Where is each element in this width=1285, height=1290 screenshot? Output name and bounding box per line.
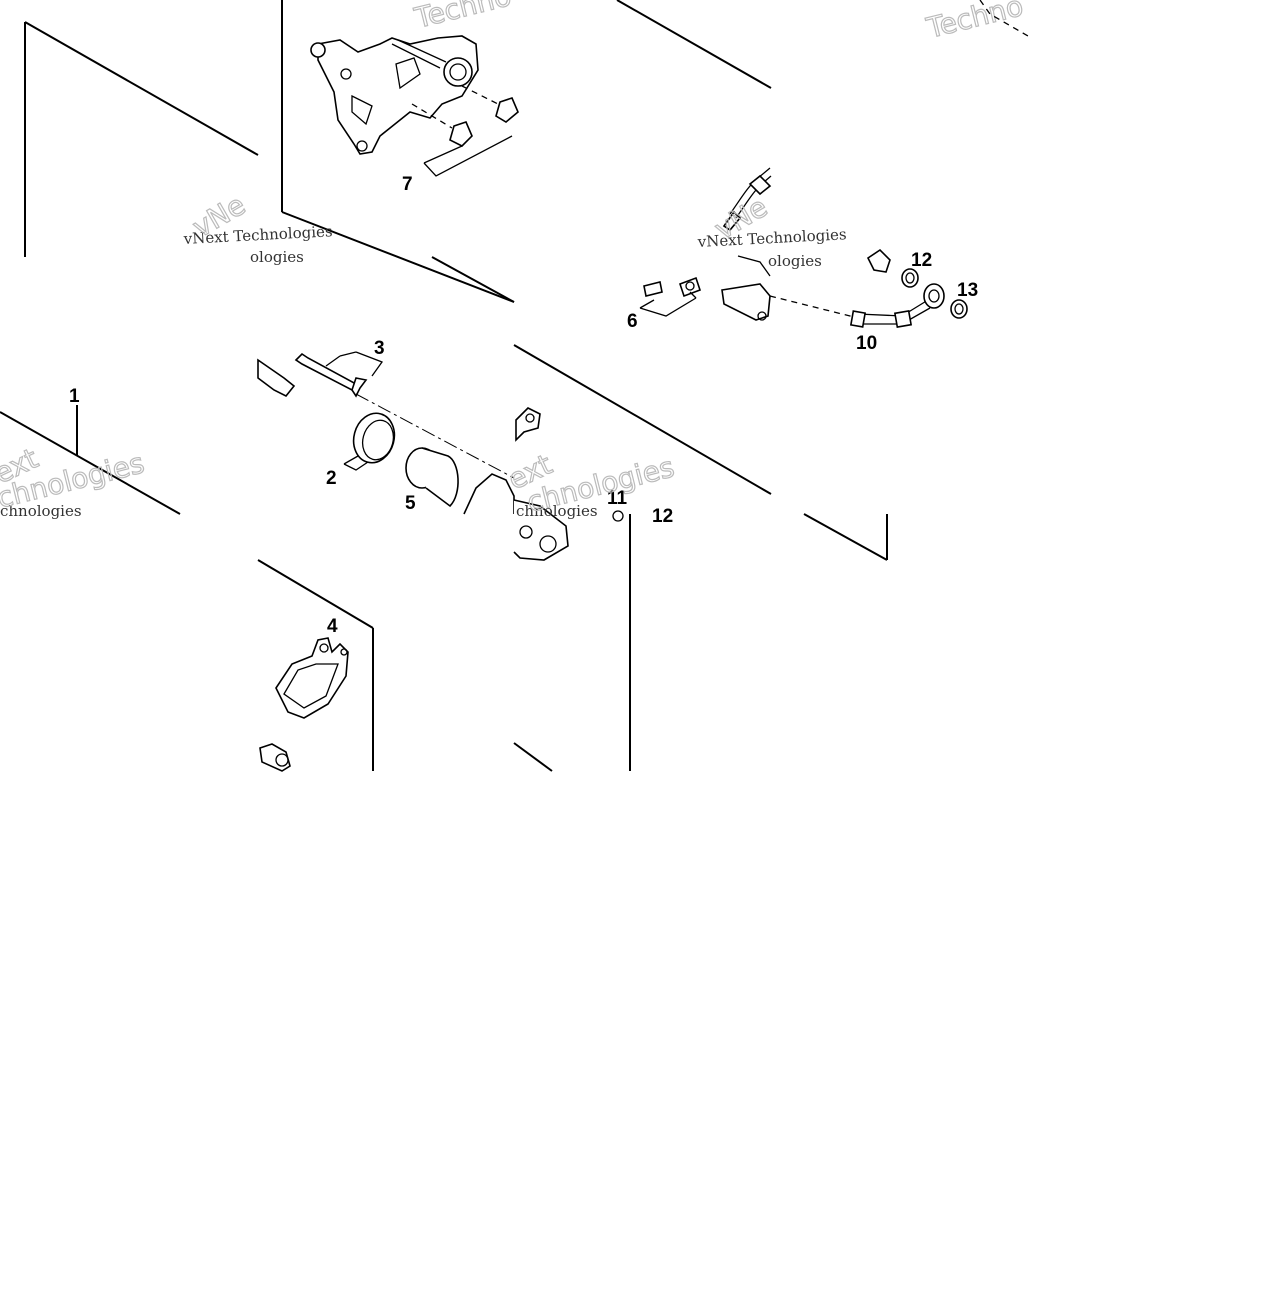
callout-labels: 1 2 3 4 5 6 7 10 11 12 12 13 (69, 174, 978, 637)
callout-11: 11 (607, 488, 628, 509)
callout-4: 4 (327, 616, 338, 637)
callout-5: 5 (405, 493, 416, 514)
watermark-text: Techno (923, 0, 1027, 45)
watermark-text: ologies (250, 248, 304, 266)
panel-frames (0, 0, 888, 772)
watermark-text: Techno (411, 0, 515, 35)
callout-3: 3 (374, 338, 385, 359)
callout-12-top: 12 (911, 250, 932, 271)
callout-13: 13 (957, 280, 978, 301)
dashed-leader (979, 0, 1029, 37)
callout-1: 1 (69, 386, 80, 407)
watermark-text: ologies (768, 252, 822, 270)
watermark-text: chnologies (516, 502, 598, 520)
caliper-internals-drawing (257, 351, 624, 561)
callout-7: 7 (402, 174, 413, 195)
callout-10: 10 (856, 333, 877, 354)
watermark-text: chnologies (0, 502, 82, 520)
callout-2: 2 (326, 468, 337, 489)
callout-12-bottom: 12 (652, 506, 673, 527)
caliper-bracket-drawing (310, 35, 519, 177)
callout-6: 6 (627, 311, 638, 332)
brake-pads-drawing (259, 637, 349, 772)
brake-hose-drawing (639, 167, 968, 329)
